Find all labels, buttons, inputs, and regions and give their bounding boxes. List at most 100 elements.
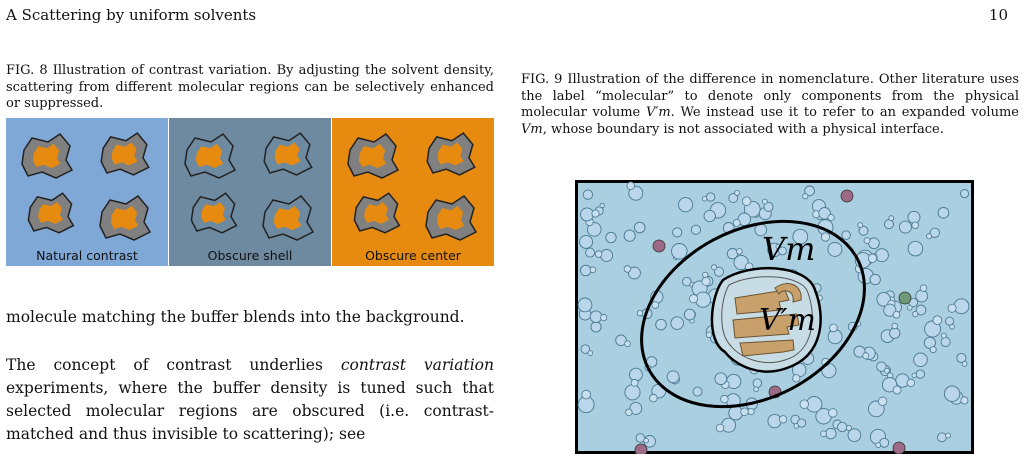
water-molecule [600, 249, 614, 262]
water-molecule [802, 193, 809, 200]
water-molecule [945, 432, 952, 439]
water-molecule [728, 193, 739, 204]
water-molecule [906, 378, 915, 387]
water-molecule [778, 246, 787, 256]
water-molecule [633, 221, 646, 234]
water-molecule [804, 185, 815, 197]
molecule-core [436, 205, 465, 231]
water-molecule [924, 320, 942, 338]
caption-text: FIG. 9 Illustration of the difference in… [521, 72, 1019, 120]
water-molecule [625, 408, 633, 416]
water-molecule [867, 253, 878, 263]
water-molecule [753, 386, 759, 392]
water-molecule [825, 427, 837, 440]
caption-variable: Vm [521, 121, 543, 137]
fig8-panel: Obscure shell [169, 118, 331, 266]
water-molecule [734, 189, 741, 196]
water-molecule [747, 408, 755, 416]
molecule-core [358, 143, 387, 169]
water-molecule [600, 313, 608, 322]
fig9-figure: Vm V′m [575, 180, 974, 457]
expanded-volume-boundary [640, 219, 866, 409]
water-molecule [915, 289, 929, 303]
water-molecule [799, 399, 810, 409]
water-molecule [949, 324, 955, 330]
water-molecule [945, 316, 955, 326]
water-molecule [683, 308, 696, 321]
fig8-panel: Natural contrast [6, 118, 168, 266]
water-molecule [923, 336, 936, 349]
water-molecule [959, 189, 970, 199]
water-molecule [862, 352, 870, 360]
water-molecule [940, 332, 947, 339]
ion-particle [652, 239, 666, 253]
molecule-core [111, 142, 138, 166]
water-molecule [940, 336, 951, 347]
water-molecule [892, 311, 901, 319]
body-text: The concept of contrast underlies [6, 356, 341, 374]
water-molecule [752, 378, 763, 388]
water-molecule [701, 276, 711, 287]
molecule-core [364, 202, 389, 224]
water-molecule [895, 373, 910, 388]
water-molecule [651, 301, 660, 309]
water-molecule [863, 237, 871, 244]
caption-text: . We instead use it to refer to an expan… [670, 105, 1019, 120]
molecule-core [274, 142, 301, 166]
fig9-diagram: Vm V′m [575, 180, 974, 457]
water-molecule [649, 393, 658, 403]
water-molecule [820, 430, 827, 438]
water-molecule [792, 374, 801, 383]
water-molecule [915, 369, 925, 379]
water-molecule [579, 264, 592, 277]
page-number: 10 [988, 6, 1008, 24]
water-molecule [827, 213, 835, 222]
water-molecule [837, 421, 848, 433]
water-molecule [627, 266, 641, 280]
water-molecule [741, 196, 752, 206]
water-molecule [624, 384, 641, 401]
water-molecule [761, 198, 768, 205]
water-molecule [623, 229, 636, 242]
water-molecule [580, 207, 594, 222]
water-molecule [907, 240, 924, 257]
caption-variable: V′m [646, 105, 671, 120]
water-molecule [763, 201, 774, 212]
water-molecule [672, 227, 683, 238]
water-molecule [589, 310, 603, 323]
body-text: experiments, where the buffer density is… [6, 379, 494, 443]
water-molecule [595, 250, 603, 258]
water-molecule [590, 321, 602, 333]
molecular-surface [721, 276, 813, 364]
body-emphasis: contrast variation [340, 356, 494, 374]
molecule-core [437, 142, 464, 166]
water-molecule [828, 408, 838, 418]
outer-volume-label: Vm [762, 230, 815, 268]
water-molecule [937, 206, 950, 219]
panel-label: Obscure shell [208, 248, 293, 263]
water-molecule [579, 234, 594, 249]
water-molecule [874, 248, 889, 263]
water-molecule [589, 266, 597, 274]
water-molecule [884, 219, 894, 230]
water-molecule [690, 224, 701, 235]
water-molecule [587, 350, 594, 356]
water-molecule [626, 181, 635, 191]
water-molecule [858, 225, 869, 236]
water-molecule [797, 418, 807, 428]
fig8-caption: FIG. 8 Illustration of contrast variatio… [6, 63, 494, 111]
body-paragraph-1: molecule matching the buffer blends into… [6, 308, 465, 326]
water-molecule [702, 271, 709, 279]
water-molecule [636, 309, 644, 317]
water-molecule [705, 192, 716, 202]
water-molecule [960, 396, 969, 405]
water-molecule [875, 442, 882, 449]
water-molecule [911, 221, 919, 229]
water-molecule [912, 311, 919, 318]
water-molecule [775, 244, 781, 250]
water-molecule [635, 433, 646, 443]
water-molecule [585, 247, 596, 258]
water-molecule [779, 415, 788, 424]
water-molecule [877, 396, 888, 407]
water-molecule [715, 423, 725, 433]
